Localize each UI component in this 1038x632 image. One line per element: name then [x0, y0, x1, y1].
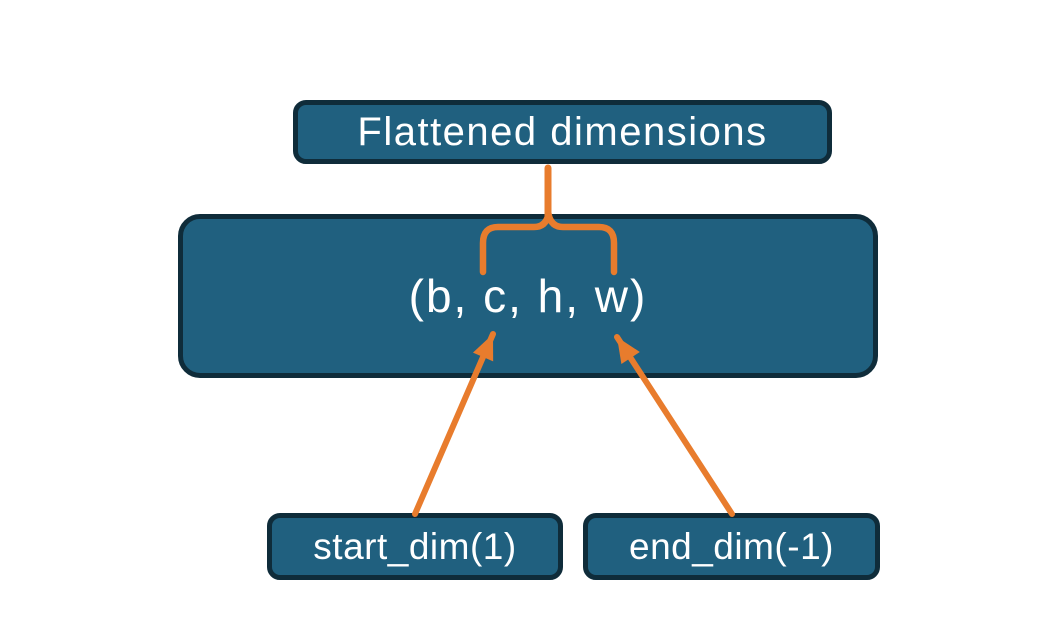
flattened-dimensions-label: Flattened dimensions — [357, 109, 768, 154]
tensor-shape-box: (b, c, h, w) — [178, 214, 878, 378]
flattened-dimensions-box: Flattened dimensions — [293, 100, 832, 164]
end-dim-label: end_dim(-1) — [629, 525, 834, 567]
start-dim-box: start_dim(1) — [267, 513, 563, 580]
start-dim-label: start_dim(1) — [313, 525, 517, 567]
tensor-shape-label: (b, c, h, w) — [408, 270, 648, 322]
end-dim-box: end_dim(-1) — [583, 513, 880, 580]
